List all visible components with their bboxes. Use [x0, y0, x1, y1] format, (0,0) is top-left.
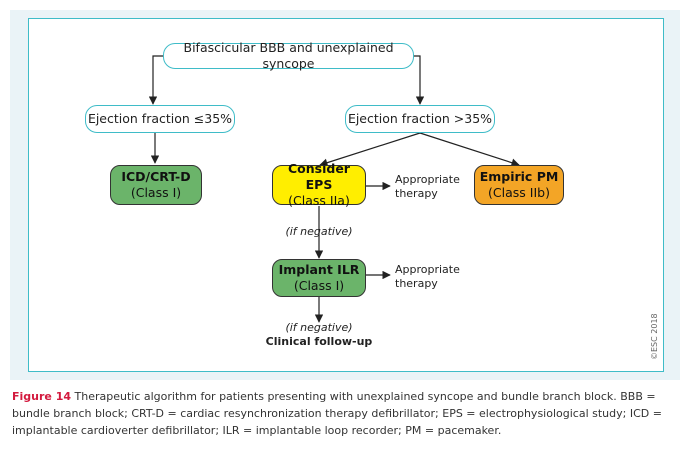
appropriate-therapy-1-line1: Appropriate	[395, 173, 460, 186]
arrow-start-to-ef-high	[414, 55, 425, 105]
icd-class: (Class I)	[130, 185, 182, 200]
empiric-pm-node: Empiric PM (Class IIb)	[474, 165, 564, 205]
ilr-class: (Class I)	[293, 278, 345, 293]
icd-title: ICD/CRT-D	[121, 169, 191, 184]
appropriate-therapy-1: Appropriate therapy	[395, 173, 460, 201]
if-negative-1: (if negative)	[285, 225, 353, 238]
eps-node: Consider EPS (Class IIa)	[272, 161, 366, 208]
ef-high-node: Ejection fraction >35%	[345, 105, 495, 133]
appropriate-therapy-2-line2: therapy	[395, 277, 438, 290]
ilr-title: Implant ILR	[278, 262, 360, 277]
start-node-label: Bifascicular BBB and unexplained syncope	[183, 40, 394, 71]
ef-low-label: Ejection fraction ≤35%	[87, 111, 233, 126]
empiric-pm-title: Empiric PM	[479, 169, 559, 184]
figure-caption: Figure 14 Therapeutic algorithm for pati…	[12, 388, 680, 439]
copyright-notice: ©ESC 2018	[650, 313, 659, 360]
appropriate-therapy-2: Appropriate therapy	[395, 263, 460, 291]
eps-title: Consider EPS	[288, 161, 350, 192]
start-node: Bifascicular BBB and unexplained syncope	[163, 40, 414, 71]
icd-node: ICD/CRT-D (Class I)	[110, 165, 202, 205]
appropriate-therapy-2-line1: Appropriate	[395, 263, 460, 276]
clinical-followup: Clinical follow-up	[265, 335, 373, 348]
ef-high-label: Ejection fraction >35%	[347, 111, 493, 126]
ef-low-node: Ejection fraction ≤35%	[85, 105, 235, 133]
if-negative-2: (if negative)	[285, 321, 353, 334]
arrow-start-to-ef-low	[148, 55, 163, 105]
caption-text: Therapeutic algorithm for patients prese…	[12, 390, 662, 437]
figure-label: Figure 14	[12, 390, 72, 403]
empiric-pm-class: (Class IIb)	[488, 185, 550, 200]
arrow-ef-high-to-empiric	[419, 132, 520, 167]
appropriate-therapy-1-line2: therapy	[395, 187, 438, 200]
eps-class: (Class IIa)	[288, 193, 350, 208]
arrow-ef-high-to-eps	[319, 132, 421, 167]
ilr-node: Implant ILR (Class I)	[272, 259, 366, 297]
